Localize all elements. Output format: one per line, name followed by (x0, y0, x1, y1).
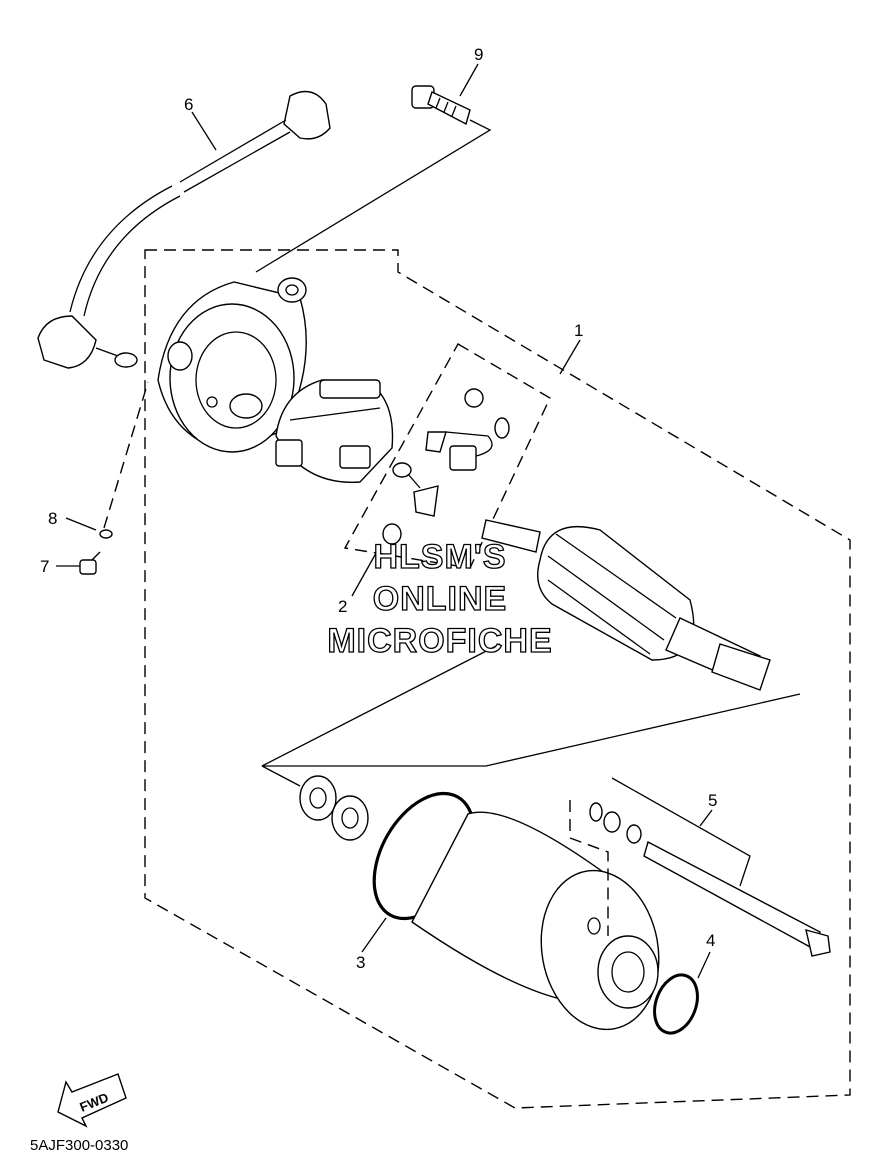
leader-8 (65, 517, 97, 531)
brush-set-part-2 (382, 388, 510, 545)
fwd-arrow-icon: FWD (57, 1073, 127, 1128)
bolt-9-guide-line (255, 119, 492, 273)
leader-5 (699, 809, 713, 827)
callout-9: 9 (474, 45, 483, 64)
leader-4 (697, 951, 711, 979)
callout-6: 6 (184, 95, 193, 114)
watermark-line-3: MICROFICHE (327, 622, 552, 660)
leader-3 (361, 917, 387, 953)
leader-6 (191, 111, 217, 151)
callout-7: 7 (40, 557, 49, 576)
callout-8: 8 (48, 509, 57, 528)
leader-9 (459, 63, 479, 97)
leader-2 (351, 545, 381, 597)
rear-cover-housing (157, 277, 307, 453)
brush-holder-boundary (343, 343, 551, 569)
callout-2: 2 (338, 597, 347, 616)
bolt-part-9 (411, 85, 471, 126)
screw-guide-line (103, 381, 149, 529)
through-bolt-guide-line (569, 800, 609, 936)
through-bolt-set-part-5 (589, 802, 831, 957)
callout-1: 1 (574, 321, 583, 340)
o-ring-part-4 (653, 973, 699, 1035)
lead-wire-part-6 (37, 90, 331, 369)
brush-plate (275, 379, 394, 483)
yoke-body (411, 811, 660, 1031)
watermark-line-2: ONLINE (373, 580, 507, 618)
washer-guide-line (261, 765, 301, 787)
armature-guide-line (261, 643, 801, 767)
callout-3: 3 (356, 953, 365, 972)
assembly-boundary (144, 249, 851, 1109)
leader-1 (559, 339, 581, 375)
washer-part-8 (99, 529, 113, 539)
callout-5: 5 (708, 791, 717, 810)
diagram-code: 5AJF300-0330 (30, 1137, 128, 1154)
watermark-line-1: HLSM'S (373, 538, 506, 576)
washers (299, 775, 369, 841)
screw-part-7 (79, 551, 101, 575)
callout-4: 4 (706, 931, 715, 950)
part-5-bracket (611, 777, 751, 887)
armature (481, 519, 771, 691)
